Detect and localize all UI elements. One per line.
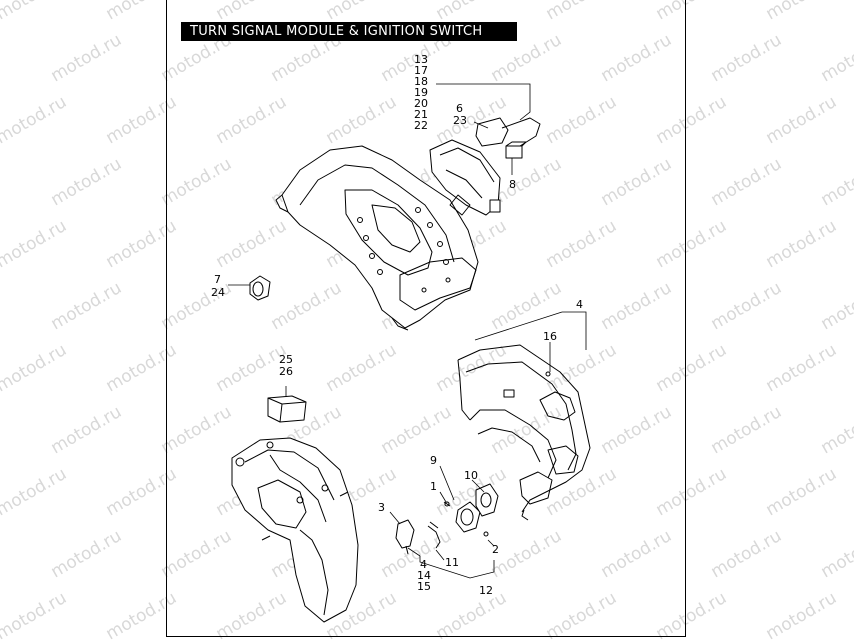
knob-part bbox=[249, 275, 271, 301]
callout-1: 1 bbox=[430, 480, 437, 493]
fender bbox=[231, 437, 359, 623]
connector-plug bbox=[475, 117, 541, 159]
diagram-frame bbox=[166, 0, 686, 637]
callout-9: 9 bbox=[430, 454, 437, 467]
callout-8: 8 bbox=[509, 178, 516, 191]
ignition-key bbox=[395, 519, 415, 555]
screws bbox=[443, 371, 551, 537]
callout-11: 11 bbox=[445, 556, 459, 569]
turn-signal-module bbox=[429, 139, 501, 216]
leader-lines bbox=[228, 83, 587, 579]
callout-15: 15 bbox=[417, 580, 431, 593]
mounting-bracket bbox=[275, 145, 479, 331]
callout-22: 22 bbox=[414, 119, 428, 132]
ignition-switch bbox=[455, 483, 499, 533]
callout-20: 20 bbox=[414, 97, 428, 110]
callout-23: 23 bbox=[453, 114, 467, 127]
callout-4-key: 4 bbox=[420, 558, 427, 571]
callout-2: 2 bbox=[492, 543, 499, 556]
callout-4-frame: 4 bbox=[576, 298, 583, 311]
callout-18: 18 bbox=[414, 75, 428, 88]
callout-17: 17 bbox=[414, 64, 428, 77]
callout-26: 26 bbox=[279, 365, 293, 378]
label-plate bbox=[267, 395, 307, 423]
spring-clip bbox=[427, 521, 441, 549]
callout-7: 7 bbox=[214, 273, 221, 286]
callout-12: 12 bbox=[479, 584, 493, 597]
callout-24: 24 bbox=[211, 286, 225, 299]
callout-16: 16 bbox=[543, 330, 557, 343]
frame-assembly bbox=[457, 344, 591, 521]
callout-21: 21 bbox=[414, 108, 428, 121]
callouts: 13 17 18 19 20 21 22 6 23 8 7 24 25 26 4… bbox=[211, 53, 583, 597]
callout-13: 13 bbox=[414, 53, 428, 66]
callout-10: 10 bbox=[464, 469, 478, 482]
callout-3: 3 bbox=[378, 501, 385, 514]
diagram-title: TURN SIGNAL MODULE & IGNITION SWITCH bbox=[181, 22, 517, 41]
callout-6: 6 bbox=[456, 102, 463, 115]
callout-25: 25 bbox=[279, 353, 293, 366]
callout-19: 19 bbox=[414, 86, 428, 99]
callout-14: 14 bbox=[417, 569, 431, 582]
